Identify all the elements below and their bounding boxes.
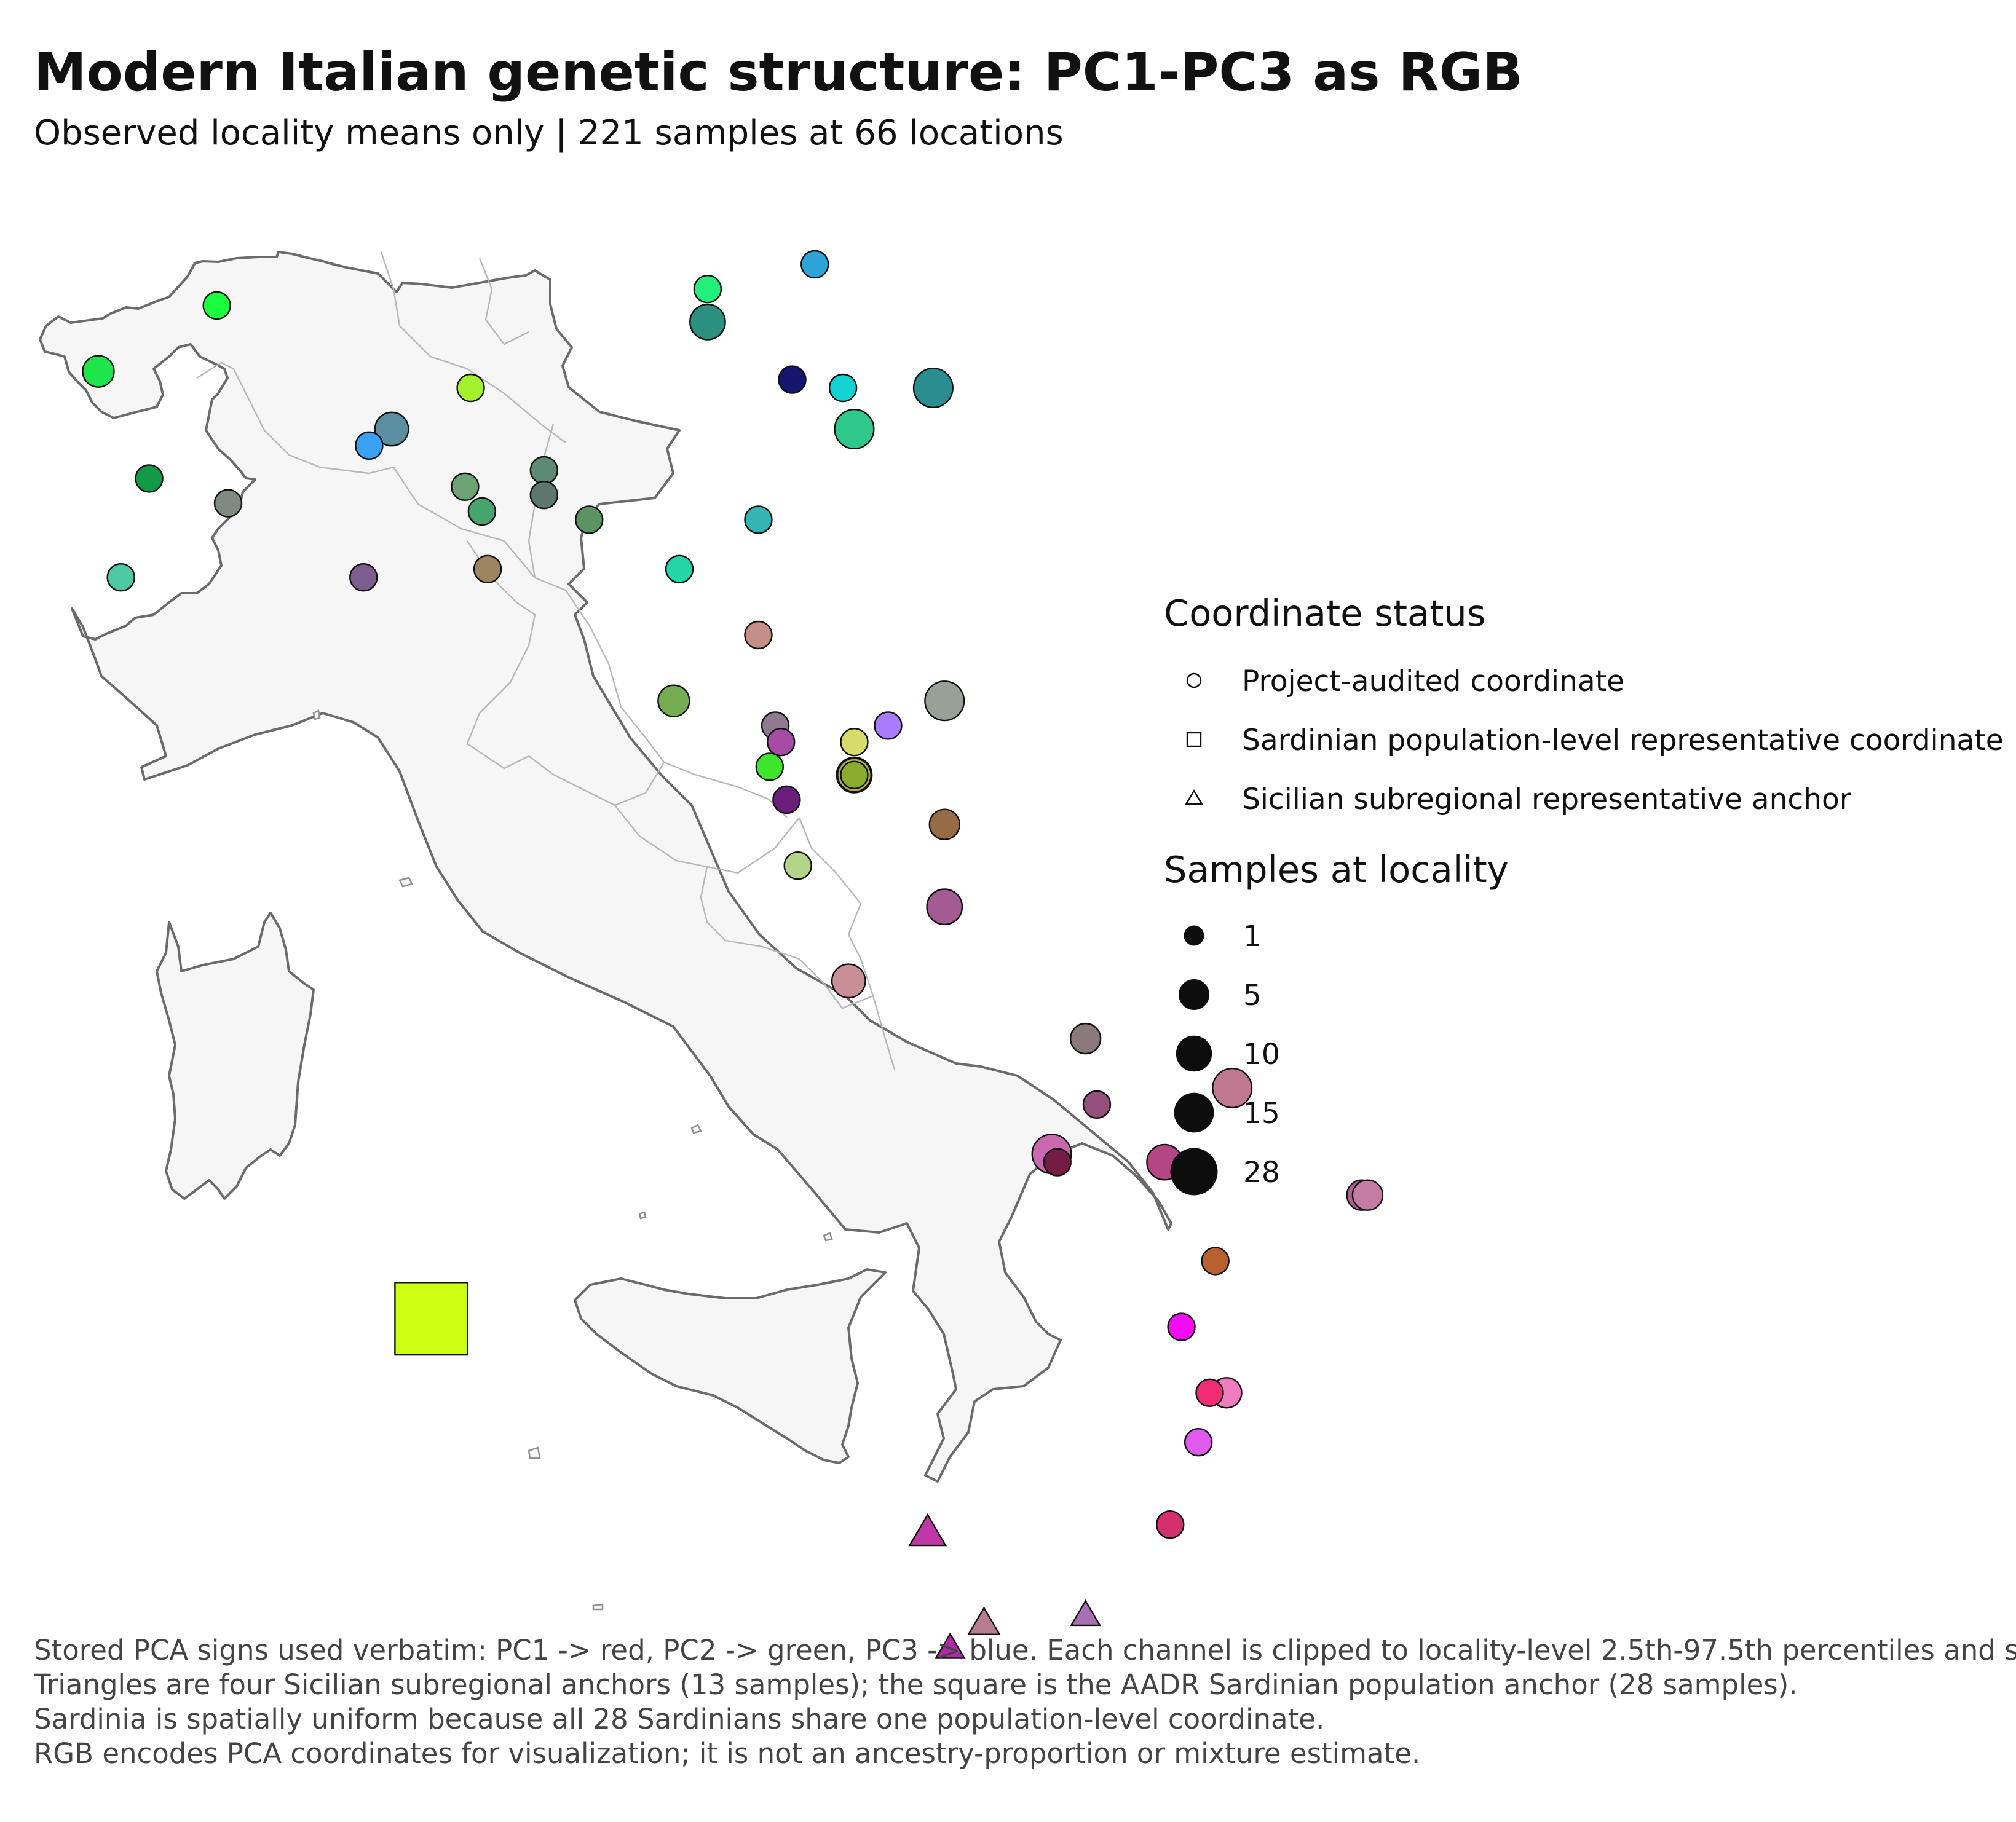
locality-marker-circle <box>529 481 559 510</box>
legend-triangle-marker <box>1185 789 1203 805</box>
lipari-islet <box>823 1232 833 1242</box>
locality-marker-triangle <box>967 1606 1001 1635</box>
locality-marker-circle <box>1082 1090 1112 1119</box>
locality-marker-circle <box>1212 1067 1253 1109</box>
locality-marker-circle <box>1195 1378 1224 1407</box>
locality-marker-circle <box>828 373 858 403</box>
legend-size-marker <box>1179 979 1209 1010</box>
ischia-islet <box>690 1124 702 1134</box>
sicily-outline <box>574 1268 887 1464</box>
locality-marker-triangle <box>908 1513 947 1547</box>
locality-marker-circle <box>840 728 869 757</box>
legend-size-label: 10 <box>1243 1038 1280 1071</box>
locality-marker-circle <box>349 563 378 592</box>
legend-size-label: 28 <box>1243 1156 1280 1189</box>
locality-marker-circle <box>840 760 869 789</box>
locality-marker-circle <box>213 489 243 518</box>
locality-marker-triangle <box>935 1632 966 1659</box>
locality-marker-circle <box>355 431 384 460</box>
locality-markers <box>82 250 1384 1659</box>
figure-caption: Stored PCA signs used verbatim: PC1 -> r… <box>33 1634 2016 1770</box>
locality-marker-circle <box>1184 1428 1213 1457</box>
legend-size-marker <box>1170 1148 1218 1196</box>
locality-marker-circle <box>1156 1510 1185 1539</box>
italy-basemap <box>39 251 1172 1611</box>
locality-marker-circle <box>766 728 796 757</box>
legend-size-title: Samples at locality <box>1164 848 1509 891</box>
mainland-outline <box>39 251 1172 1483</box>
legend-status-label: Project-audited coordinate <box>1242 665 1624 698</box>
legend-size-label: 1 <box>1243 920 1262 953</box>
pantelleria-islet <box>528 1446 541 1459</box>
locality-marker-circle <box>693 275 722 304</box>
locality-marker-circle <box>374 411 409 447</box>
giglio-islet <box>312 709 321 720</box>
legend-size-marker <box>1184 925 1204 946</box>
locality-marker-circle <box>744 505 773 534</box>
locality-marker-circle <box>1351 1179 1384 1211</box>
legend-size-label: 15 <box>1243 1097 1280 1130</box>
locality-marker-circle <box>1201 1247 1230 1276</box>
locality-marker-circle <box>106 563 135 592</box>
locality-marker-circle <box>1069 1022 1102 1055</box>
locality-marker-circle <box>772 785 801 814</box>
locality-marker-circle <box>924 680 965 722</box>
locality-marker-triangle <box>1070 1599 1101 1627</box>
locality-marker-circle <box>665 554 694 583</box>
locality-marker-circle <box>689 303 726 341</box>
locality-marker-square <box>394 1282 468 1356</box>
locality-marker-circle <box>928 808 960 840</box>
locality-marker-circle <box>1167 1312 1196 1341</box>
locality-marker-circle <box>874 711 903 740</box>
sardinia-outline <box>156 912 315 1200</box>
locality-marker-circle <box>473 554 502 583</box>
locality-marker-circle <box>800 250 829 279</box>
locality-marker-circle <box>755 752 785 781</box>
locality-marker-circle <box>778 365 807 394</box>
caption-line: Sardinia is spatially uniform because al… <box>34 1703 1324 1735</box>
locality-marker-circle <box>529 456 559 485</box>
locality-marker-circle <box>744 620 773 650</box>
legend-circle-marker <box>1186 672 1202 688</box>
lampedusa-islet <box>592 1603 604 1611</box>
locality-marker-circle <box>456 373 485 403</box>
locality-marker-circle <box>912 367 954 409</box>
locality-marker-circle <box>831 963 866 999</box>
ustica-islet <box>638 1211 647 1220</box>
caption-line: RGB encodes PCA coordinates for visualiz… <box>34 1737 1420 1770</box>
legend-size-marker <box>1174 1092 1214 1133</box>
caption-line: Triangles are four Sicilian subregional … <box>33 1668 1798 1701</box>
figure-title: Modern Italian genetic structure: PC1-PC… <box>34 42 1523 103</box>
locality-marker-circle <box>657 684 690 717</box>
locality-marker-circle <box>1043 1148 1072 1177</box>
legend-size-marker <box>1176 1035 1212 1072</box>
caption-line: Stored PCA signs used verbatim: PC1 -> r… <box>34 1634 2016 1666</box>
legend: Coordinate status Project-audited coordi… <box>1164 592 2004 1196</box>
legend-status-label: Sicilian subregional representative anch… <box>1242 783 1852 816</box>
locality-marker-circle <box>926 888 963 926</box>
locality-marker-circle <box>451 472 480 501</box>
locality-marker-circle <box>834 408 875 450</box>
figure-subtitle: Observed locality means only | 221 sampl… <box>34 113 1064 153</box>
legend-status-title: Coordinate status <box>1164 592 1485 634</box>
locality-marker-circle <box>135 464 164 493</box>
elba-islet <box>398 877 413 888</box>
locality-marker-circle <box>783 851 812 880</box>
legend-status-label: Sardinian population-level representativ… <box>1242 724 2004 757</box>
legend-size-label: 5 <box>1243 979 1262 1012</box>
legend-square-marker <box>1186 732 1202 747</box>
locality-marker-circle <box>202 291 231 320</box>
locality-marker-circle <box>82 355 115 388</box>
locality-marker-circle <box>467 497 497 526</box>
locality-marker-circle <box>575 505 604 534</box>
